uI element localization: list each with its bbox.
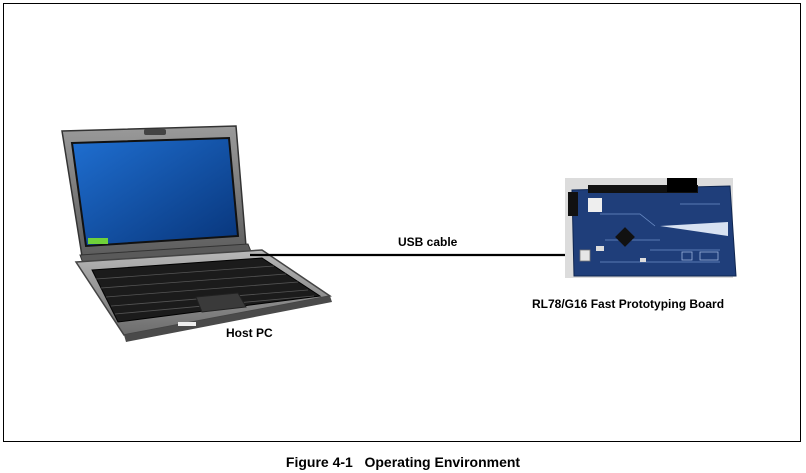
- board-label: RL78/G16 Fast Prototyping Board: [532, 297, 725, 311]
- usb-cable-label: USB cable: [398, 235, 458, 249]
- host-pc-label: Host PC: [226, 326, 273, 340]
- rl78-board-image: [565, 178, 737, 278]
- laptop-host-pc-image: [61, 125, 332, 342]
- figure-caption: Figure 4-1 Operating Environment: [285, 454, 521, 470]
